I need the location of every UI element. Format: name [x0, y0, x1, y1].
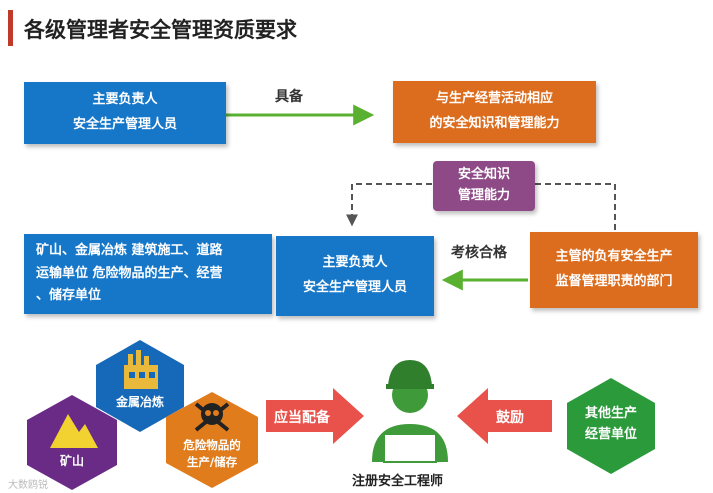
- leaders-box: 主要负责人 安全生产管理人员: [24, 82, 226, 144]
- knowledge-ability-line-1: 安全知识: [457, 167, 510, 183]
- arrow-have-label: 具备: [275, 89, 303, 105]
- supervision-line-2: 监督管理职责的部门: [555, 274, 673, 289]
- title-accent-bar: [8, 10, 13, 46]
- factory-icon: [124, 350, 158, 389]
- dashed-connector-right: [535, 183, 616, 230]
- industries-box: 矿山、金属冶炼 建筑施工、道路 运输单位 危险物品的生产、经营 、储存单位: [24, 234, 272, 314]
- leaders-line-2: 安全生产管理人员: [72, 117, 177, 132]
- hex-hazard: [166, 392, 258, 488]
- hex-mine-label: 矿山: [59, 454, 84, 468]
- should-equip-label: 应当配备: [274, 410, 330, 426]
- knowledge-ability-box: 安全知识 管理能力: [433, 161, 535, 211]
- knowledge-line-2: 的安全知识和管理能力: [429, 116, 560, 131]
- arrow-assess-label: 考核合格: [451, 245, 507, 261]
- other-units-line-2: 经营单位: [584, 426, 637, 442]
- center-leaders-line-1: 主要负责人: [322, 255, 388, 271]
- center-leaders-line-2: 安全生产管理人员: [302, 280, 407, 295]
- skull-icon: [194, 402, 230, 432]
- page-title: 各级管理者安全管理资质要求: [24, 18, 297, 42]
- hex-other-units: [567, 378, 655, 474]
- leaders-line-1: 主要负责人: [92, 92, 158, 108]
- mountain-icon: [50, 414, 98, 448]
- industries-line-1: 矿山、金属冶炼 建筑施工、道路: [36, 242, 223, 258]
- supervision-dept-box: 主管的负有安全生产 监督管理职责的部门: [530, 232, 698, 308]
- knowledge-line-1: 与生产经营活动相应: [435, 91, 553, 107]
- hex-metal-label: 金属冶炼: [115, 395, 164, 409]
- industries-line-2: 运输单位 危险物品的生产、经营: [36, 265, 223, 281]
- knowledge-ability-line-2: 管理能力: [457, 188, 510, 203]
- other-units-label: 其他生产 经营单位: [571, 404, 651, 446]
- supervision-line-1: 主管的负有安全生产: [555, 249, 673, 265]
- hazard-line-1: 危险物品的: [183, 438, 241, 452]
- center-leaders-box: 主要负责人 安全生产管理人员: [276, 236, 434, 316]
- dashed-connector-left: [346, 183, 432, 227]
- engineer-label: 注册安全工程师: [352, 474, 444, 489]
- knowledge-box: 与生产经营活动相应 的安全知识和管理能力: [393, 81, 596, 143]
- other-units-line-1: 其他生产: [584, 406, 637, 421]
- arrow-encourage: [457, 388, 552, 444]
- hex-hazard-label: 危险物品的 生产/储存: [172, 437, 252, 470]
- encourage-label: 鼓励: [496, 410, 524, 426]
- engineer-icon: [372, 360, 448, 463]
- watermark: 大数鸥锐: [8, 480, 48, 491]
- arrow-should-equip: [266, 388, 364, 444]
- hazard-line-2: 生产/储存: [186, 454, 238, 469]
- industries-line-3: 、储存单位: [36, 288, 102, 304]
